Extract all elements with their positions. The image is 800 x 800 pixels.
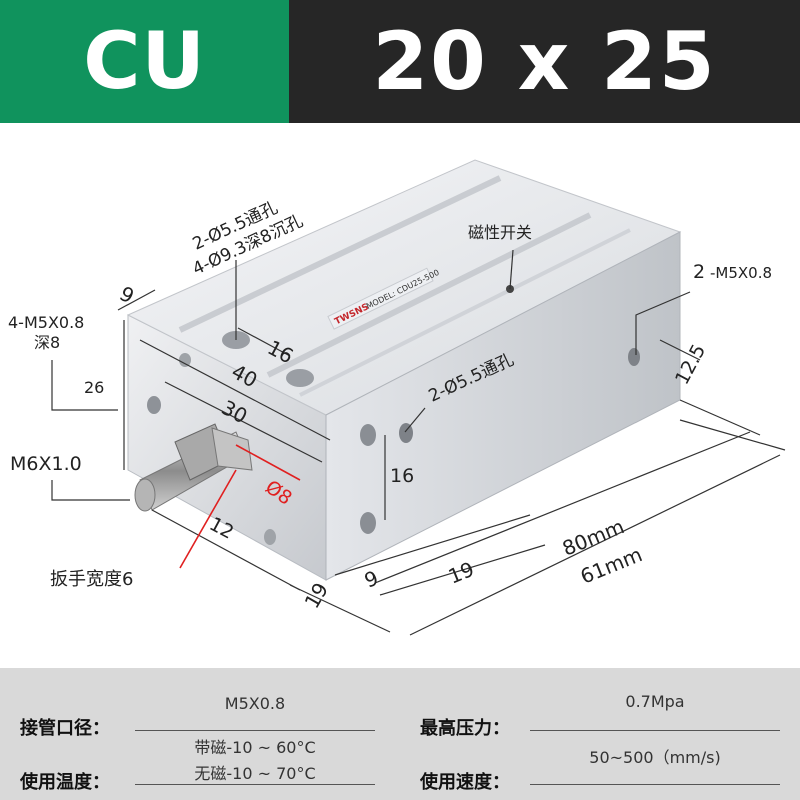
temp-label: 使用温度： xyxy=(20,772,110,793)
port-label: 接管口径： xyxy=(20,718,110,739)
dim-9-top: 9 xyxy=(116,281,139,308)
front-hole-1 xyxy=(147,396,161,414)
side-hole-2 xyxy=(360,512,376,534)
front-hole-2 xyxy=(179,353,191,367)
callout-magnetic-switch: 磁性开关 xyxy=(468,223,532,242)
leader-switch xyxy=(509,249,514,290)
callout-mid-height: 16 xyxy=(390,465,414,487)
cylinder-size: 20 x 25 xyxy=(372,15,717,108)
groove-1 xyxy=(178,175,502,333)
dim-line-16-top xyxy=(237,327,291,357)
leader-mid-hole xyxy=(404,407,426,433)
dim-line-9-bottom xyxy=(334,514,531,576)
dim-line-rod-dia xyxy=(235,444,301,481)
dim-line-61 xyxy=(409,454,781,636)
counterbore-hole-2 xyxy=(286,369,314,387)
ext-line-80 xyxy=(679,399,761,436)
pressure-underline xyxy=(530,730,780,731)
dim-line-30 xyxy=(164,381,323,463)
dim-line-9-top xyxy=(117,289,156,311)
dimension-lines xyxy=(51,249,786,636)
temp-underline xyxy=(135,784,375,785)
callout-rod-thread: M6X1.0 xyxy=(10,453,82,475)
piston-rod xyxy=(134,423,253,512)
leader-side-port xyxy=(635,291,691,355)
dim-line-40 xyxy=(139,339,331,441)
side-port-2 xyxy=(628,348,640,366)
callout-front-height: 26 xyxy=(84,378,104,397)
rod-body xyxy=(211,427,253,471)
size-badge: 20 x 25 xyxy=(289,0,800,123)
speed-label: 使用速度： xyxy=(420,772,510,793)
ext-line-61 xyxy=(679,419,786,451)
pressure-label: 最高压力： xyxy=(420,718,510,739)
dim-line-12 xyxy=(151,509,301,591)
spec-panel: 接管口径： M5X0.8 最高压力： 0.7Mpa 带磁-10 ~ 60°C 使… xyxy=(0,668,800,800)
side-hole-1 xyxy=(360,424,376,446)
red-dimensions xyxy=(179,444,301,569)
port-underline xyxy=(135,730,375,731)
temp-value-magnetic: 带磁-10 ~ 60°C xyxy=(194,738,316,757)
leader-front-holes xyxy=(51,360,118,411)
dim-19-left: 19 xyxy=(300,578,334,612)
rod-end xyxy=(134,478,156,512)
speed-underline xyxy=(530,784,780,785)
port-value: M5X0.8 xyxy=(224,694,286,713)
callout-side-port-count: 2 xyxy=(693,261,705,283)
leader-wrench xyxy=(179,469,237,569)
dim-9-bottom: 9 xyxy=(361,566,382,593)
groove-2 xyxy=(266,212,592,378)
callout-front-holes: 4-M5X0.8 xyxy=(8,313,84,332)
temp-value-nonmagnetic: 无磁-10 ~ 70°C xyxy=(194,764,316,783)
dim-line-80 xyxy=(374,431,751,584)
callout-wrench-width: 扳手宽度6 xyxy=(50,569,133,590)
speed-value: 50~500（mm/s) xyxy=(589,748,721,767)
cylinder-drawing-svg: TWSNS MODEL: CDU25-500 xyxy=(8,159,786,636)
callout-front-holes-depth: 深8 xyxy=(34,333,60,352)
header: CU 20 x 25 xyxy=(0,0,800,123)
leader-rod-thread xyxy=(51,480,130,501)
dim-line-19-right xyxy=(379,544,546,596)
cylinder-body: TWSNS MODEL: CDU25-500 xyxy=(126,159,682,581)
model-name: CU xyxy=(83,16,206,107)
model-badge: CU xyxy=(0,0,289,123)
side-port-1 xyxy=(399,423,413,443)
pressure-value: 0.7Mpa xyxy=(625,692,685,711)
front-hole-3 xyxy=(264,529,276,545)
dim-line-12-5 xyxy=(659,339,701,361)
groove-3 xyxy=(299,228,631,397)
dim-19-right: 19 xyxy=(445,557,478,589)
technical-drawing: TWSNS MODEL: CDU25-500 xyxy=(0,123,800,668)
dim-line-19-left xyxy=(289,584,391,633)
callout-side-port-thread: -M5X0.8 xyxy=(710,264,772,282)
